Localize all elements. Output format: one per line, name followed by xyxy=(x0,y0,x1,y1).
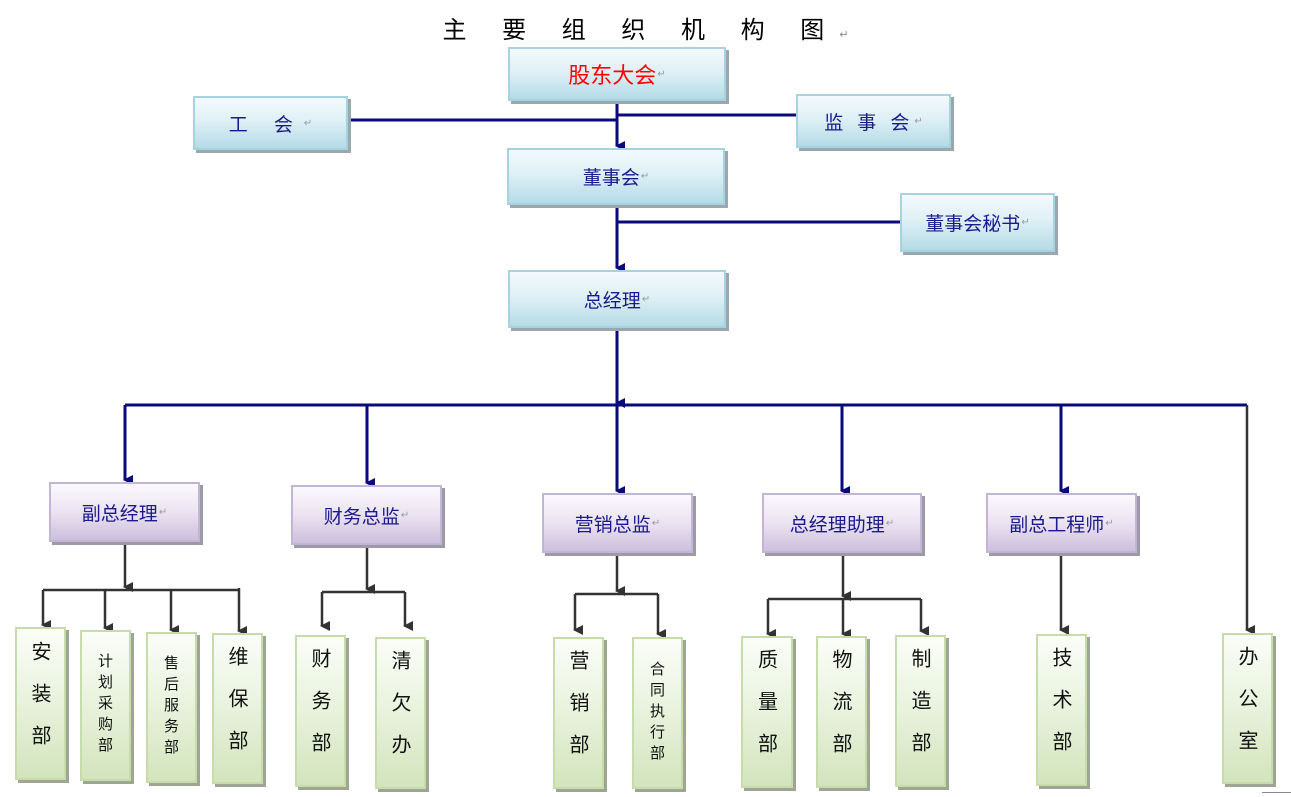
box-general-manager[interactable]: 总经理↵ xyxy=(508,270,726,328)
box-gm-assistant[interactable]: 总经理助理↵ xyxy=(762,493,922,553)
box-supervisory-board[interactable]: 监 事 会↵ xyxy=(796,94,951,148)
box-deputy-gm[interactable]: 副总经理↵ xyxy=(49,482,200,542)
page-corner-mark xyxy=(1262,792,1291,793)
dept-debt-collection[interactable]: 清欠办 xyxy=(375,637,426,789)
dept-contract-execution[interactable]: 合同执行部 xyxy=(632,637,683,789)
dept-quality[interactable]: 质量部 xyxy=(741,636,793,788)
dept-installation[interactable]: 安装部 xyxy=(15,627,66,780)
dept-manufacturing[interactable]: 制造部 xyxy=(895,635,946,787)
box-cfo[interactable]: 财务总监↵ xyxy=(291,485,442,545)
box-shareholders-meeting[interactable]: 股东大会↵ xyxy=(508,47,726,101)
dept-after-sales[interactable]: 售后服务部 xyxy=(146,632,197,783)
box-board-of-directors[interactable]: 董事会↵ xyxy=(507,148,725,205)
box-deputy-chief-engineer[interactable]: 副总工程师↵ xyxy=(986,493,1137,553)
dept-finance[interactable]: 财务部 xyxy=(295,635,346,787)
dept-planning-procurement[interactable]: 计划采购部 xyxy=(80,630,131,781)
dept-sales[interactable]: 营销部 xyxy=(553,637,604,789)
dept-logistics[interactable]: 物流部 xyxy=(816,636,867,788)
box-board-secretary[interactable]: 董事会秘书↵ xyxy=(900,193,1055,252)
dept-office[interactable]: 办公室 xyxy=(1222,633,1273,784)
dept-technology[interactable]: 技术部 xyxy=(1036,634,1087,786)
box-marketing-director[interactable]: 营销总监↵ xyxy=(542,493,693,553)
box-labor-union[interactable]: 工 会↵ xyxy=(193,96,348,150)
dept-maintenance[interactable]: 维保部 xyxy=(212,633,263,784)
chart-title: 主 要 组 织 机 构 图↵ xyxy=(442,16,849,44)
